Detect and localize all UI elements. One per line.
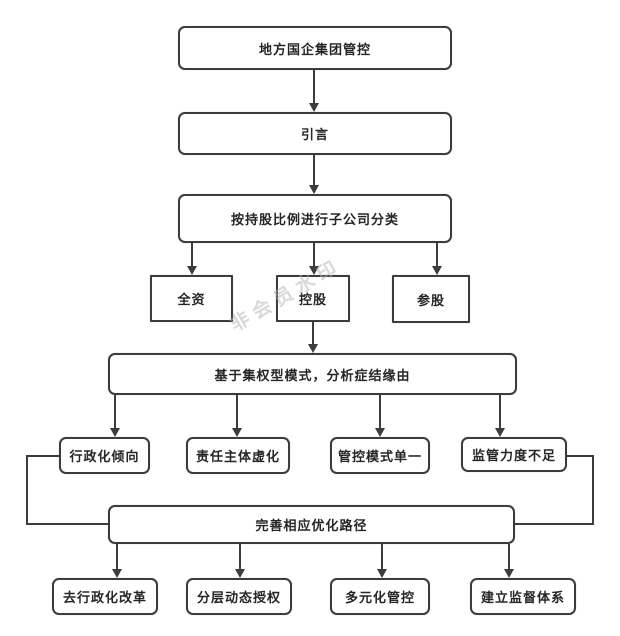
- connector-root-intro: [313, 70, 315, 103]
- node-holding: 控股: [276, 275, 350, 322]
- arrowhead-optimize-layered-auth: [235, 569, 245, 578]
- node-root: 地方国企集团管控: [178, 26, 452, 70]
- connector-optimize-deadmin: [116, 544, 118, 569]
- connector-elbow-right-h1: [567, 455, 594, 457]
- arrowhead-classify-holding: [309, 266, 319, 275]
- arrowhead-analyze-weak-supervision: [495, 428, 505, 437]
- connector-elbow-left-h1: [26, 455, 59, 457]
- node-equity-label: 参股: [416, 292, 445, 308]
- arrowhead-optimize-deadmin: [112, 569, 122, 578]
- node-supervision-system: 建立监督体系: [470, 578, 576, 615]
- arrowhead-classify-wholly: [187, 266, 197, 275]
- node-diversified: 多元化管控: [330, 578, 430, 615]
- node-responsibility-label: 责任主体虚化: [195, 449, 280, 464]
- node-weak-supervision-label: 监管力度不足: [471, 448, 556, 463]
- node-diversified-label: 多元化管控: [344, 590, 415, 605]
- node-classify: 按持股比例进行子公司分类: [178, 194, 452, 243]
- node-deadmin: 去行政化改革: [52, 578, 158, 615]
- connector-analyze-admin-tendency: [114, 395, 116, 428]
- node-single-mode: 管控模式单一: [330, 437, 430, 474]
- node-admin-tendency: 行政化倾向: [59, 437, 150, 474]
- node-analyze: 基于集权型模式，分析症结缘由: [108, 353, 517, 395]
- node-intro: 引言: [178, 112, 452, 155]
- node-wholly-label: 全资: [177, 292, 206, 307]
- node-responsibility: 责任主体虚化: [186, 437, 290, 474]
- arrowhead-analyze-responsibility: [232, 428, 242, 437]
- arrowhead-optimize-supervision-system: [504, 569, 514, 578]
- node-layered-auth: 分层动态授权: [186, 578, 292, 615]
- connector-classify-wholly: [191, 243, 193, 266]
- node-intro-label: 引言: [300, 127, 329, 142]
- node-optimize-label: 完善相应优化路径: [255, 518, 368, 533]
- node-admin-tendency-label: 行政化倾向: [69, 449, 140, 464]
- node-classify-label: 按持股比例进行子公司分类: [230, 212, 399, 227]
- connector-elbow-left-v: [26, 455, 28, 525]
- connector-analyze-single-mode: [379, 395, 381, 428]
- arrowhead-optimize-diversified: [377, 569, 387, 578]
- connector-intro-classify: [313, 155, 315, 185]
- node-single-mode-label: 管控模式单一: [337, 449, 422, 464]
- node-analyze-label: 基于集权型模式，分析症结缘由: [214, 367, 411, 383]
- arrowhead-intro-classify: [309, 185, 319, 194]
- arrowhead-classify-equity: [432, 266, 442, 275]
- node-equity: 参股: [392, 275, 470, 323]
- node-optimize: 完善相应优化路径: [108, 505, 515, 544]
- connector-analyze-responsibility: [236, 395, 238, 428]
- arrowhead-holding-analyze: [308, 344, 318, 353]
- node-supervision-system-label: 建立监督体系: [480, 590, 565, 605]
- node-wholly: 全资: [150, 275, 233, 322]
- connector-holding-analyze: [312, 322, 314, 344]
- connector-analyze-weak-supervision: [499, 395, 501, 428]
- connector-optimize-supervision-system: [508, 544, 510, 569]
- connector-elbow-right-v: [592, 455, 594, 525]
- connector-classify-holding: [313, 243, 315, 266]
- node-root-label: 地方国企集团管控: [258, 41, 371, 57]
- connector-classify-equity: [436, 243, 438, 266]
- node-holding-label: 控股: [298, 292, 327, 307]
- node-layered-auth-label: 分层动态授权: [196, 590, 281, 605]
- connector-elbow-right-h2: [515, 523, 594, 525]
- node-weak-supervision: 监管力度不足: [461, 437, 567, 472]
- node-deadmin-label: 去行政化改革: [62, 590, 147, 605]
- arrowhead-analyze-admin-tendency: [110, 428, 120, 437]
- connector-optimize-layered-auth: [239, 544, 241, 569]
- arrowhead-root-intro: [309, 103, 319, 112]
- connector-optimize-diversified: [381, 544, 383, 569]
- connector-elbow-left-h2: [26, 523, 108, 525]
- arrowhead-analyze-single-mode: [375, 428, 385, 437]
